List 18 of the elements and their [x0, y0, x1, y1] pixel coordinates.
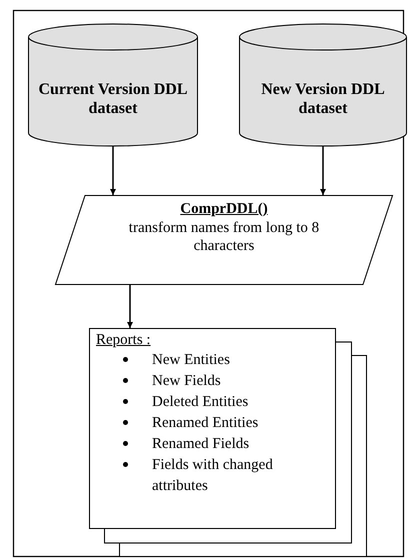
process-description: transform names from long to 8 characters [128, 219, 320, 255]
report-item: New Fields [152, 372, 222, 391]
database-cylinder [28, 24, 198, 146]
report-item: New Entities [152, 351, 231, 370]
report-item: Fields with changed attributes [152, 456, 274, 496]
arrow [127, 285, 133, 328]
cylinder-label: New Version DDL dataset [260, 80, 386, 118]
report-item: Renamed Entities [152, 414, 260, 433]
report-document [89, 328, 336, 529]
report-heading: Reports : [96, 331, 151, 350]
function-name: ComprDDL() [179, 200, 269, 218]
arrow [110, 146, 116, 195]
database-cylinder [239, 24, 407, 146]
report-item: Renamed Fields [152, 435, 250, 454]
process-parallelogram [55, 195, 393, 285]
report-item: Deleted Entities [152, 393, 250, 412]
cylinder-label: Current Version DDL dataset [37, 80, 189, 118]
arrow [320, 146, 326, 195]
